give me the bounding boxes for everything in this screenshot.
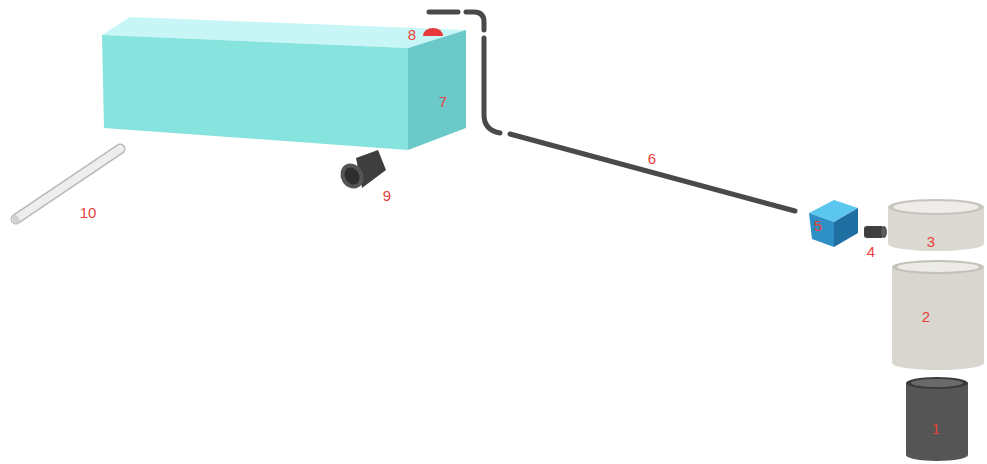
callout-wrap: 9 xyxy=(383,187,391,205)
tank xyxy=(102,17,466,150)
callout-number: 7 xyxy=(439,94,447,109)
callout-wrap: 8 xyxy=(408,26,416,44)
callout-wrap: 5 xyxy=(814,217,822,235)
tube xyxy=(11,149,120,225)
pipe xyxy=(429,12,795,211)
callout-number: 5 xyxy=(814,218,822,233)
callout-wrap: 4 xyxy=(867,243,875,261)
callout-wrap: 2 xyxy=(922,308,930,326)
callout-wrap: 3 xyxy=(927,233,935,251)
base-cylinder xyxy=(906,377,968,461)
callout-number: 1 xyxy=(932,421,940,436)
callout-number: 8 xyxy=(408,27,416,42)
cylinder-ring xyxy=(888,199,984,251)
callout-number: 4 xyxy=(867,244,875,259)
callout-number: 2 xyxy=(922,309,930,324)
nozzle xyxy=(864,226,887,238)
callout-wrap: 10 xyxy=(80,204,97,222)
callout-wrap: 1 xyxy=(932,420,940,438)
valve-dome xyxy=(423,28,443,36)
callout-number: 3 xyxy=(927,234,935,249)
callout-number: 9 xyxy=(383,188,391,203)
callout-wrap: 7 xyxy=(439,93,447,111)
outlet-pipe xyxy=(336,150,386,193)
callout-number: 6 xyxy=(648,151,656,166)
callout-number: 10 xyxy=(80,205,97,220)
cylinder-body xyxy=(892,260,984,370)
callout-wrap: 6 xyxy=(648,150,656,168)
connector-cube xyxy=(809,200,858,247)
